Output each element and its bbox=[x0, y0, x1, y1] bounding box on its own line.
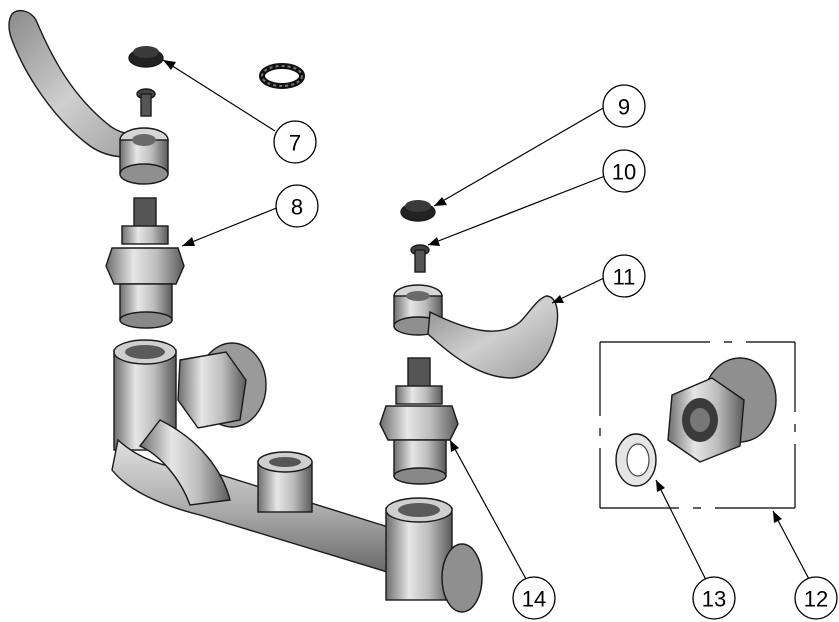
left-handle-screw bbox=[136, 88, 156, 117]
right-cartridge bbox=[379, 357, 459, 485]
callout-7-label: 7 bbox=[289, 131, 301, 156]
callout-10-label: 10 bbox=[612, 160, 636, 185]
callout-12: 12 bbox=[794, 576, 838, 620]
left-cartridge bbox=[105, 197, 185, 329]
callout-11-label: 11 bbox=[613, 265, 636, 290]
flat-washer bbox=[615, 433, 657, 487]
right-lever-handle bbox=[393, 284, 559, 379]
callout-11: 11 bbox=[602, 254, 646, 298]
callout-8: 8 bbox=[275, 184, 319, 228]
callout-9: 9 bbox=[602, 84, 646, 128]
callout-13-label: 13 bbox=[702, 587, 726, 612]
left-index-button bbox=[128, 46, 164, 68]
callout-14-label: 14 bbox=[522, 587, 546, 612]
callout-13: 13 bbox=[692, 576, 736, 620]
right-index-button bbox=[400, 200, 436, 222]
right-handle-screw bbox=[410, 244, 430, 273]
callout-7: 7 bbox=[273, 120, 317, 164]
callout-9-label: 9 bbox=[618, 95, 630, 120]
callout-14: 14 bbox=[512, 576, 556, 620]
kit-box bbox=[599, 341, 796, 509]
flange-nut bbox=[667, 357, 777, 463]
callout-10: 10 bbox=[602, 149, 646, 193]
lock-washer bbox=[259, 63, 305, 89]
left-lever-handle bbox=[8, 9, 169, 185]
callout-12-label: 12 bbox=[804, 587, 828, 612]
callout-8-label: 8 bbox=[291, 195, 303, 220]
faucet-body bbox=[111, 339, 483, 613]
leader-lines bbox=[162, 59, 811, 582]
